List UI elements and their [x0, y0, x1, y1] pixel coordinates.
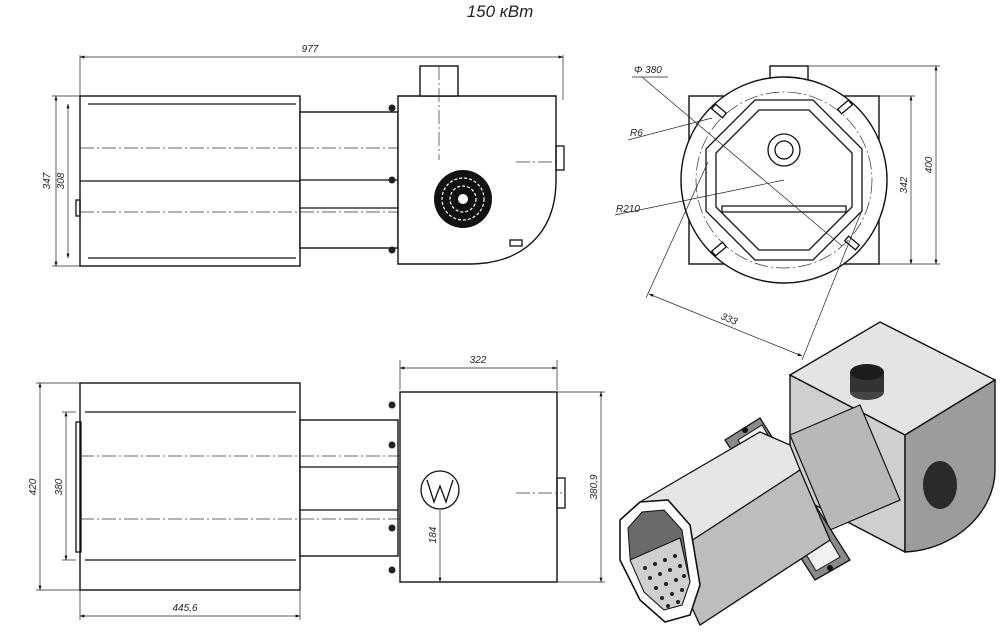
- extension-line: [801, 209, 863, 361]
- plan-view: 322 184 380,9 420 380: [28, 355, 605, 620]
- dimension-333: 333: [719, 311, 739, 328]
- bolt: [388, 176, 396, 184]
- slot-hole: [710, 103, 728, 119]
- end-view: Φ 380 R6 R210 400 342 333: [614, 65, 940, 361]
- housing-tab: [555, 145, 565, 171]
- fan-hub: [458, 194, 468, 204]
- motor-symbol: [420, 470, 460, 510]
- bolt-circle: [695, 91, 873, 269]
- dimension-380-9: 380,9: [589, 474, 600, 499]
- dimension-184: 184: [428, 526, 439, 543]
- dimension-380: 380: [54, 478, 65, 495]
- motor-w-mark: [426, 479, 454, 504]
- bolt: [388, 401, 396, 409]
- side-view: 977 347 308: [42, 44, 565, 267]
- tube-flange: [75, 421, 82, 553]
- bolt: [388, 441, 396, 449]
- bolt: [388, 104, 396, 112]
- dimension-400: 400: [924, 156, 935, 173]
- connector: [789, 404, 901, 531]
- leader-diameter: [641, 76, 843, 247]
- label-r210: R210: [616, 204, 640, 215]
- isometric-render: [619, 321, 997, 626]
- tube-clip: [75, 199, 81, 217]
- leader-r210: [614, 179, 785, 216]
- feed-port-outer: [767, 133, 801, 167]
- dimension-342: 342: [899, 176, 910, 193]
- slot-hole: [836, 99, 854, 115]
- burner-tube: [79, 382, 301, 591]
- flange-bolt: [742, 427, 748, 433]
- bolt: [388, 524, 396, 532]
- dimension-420: 420: [28, 478, 39, 495]
- fan-grille-ring: [449, 185, 477, 213]
- slot-hole: [710, 241, 728, 257]
- dimension-line-333: [648, 293, 803, 357]
- octagon-inner: [715, 109, 853, 251]
- feed-pipe: [299, 419, 399, 557]
- dimension-347: 347: [42, 172, 53, 189]
- leader-r6: [627, 117, 713, 141]
- bolt: [388, 246, 396, 254]
- fan-opening: [923, 461, 957, 509]
- label-r6: R6: [630, 128, 643, 139]
- extension-line: [645, 161, 709, 299]
- fan-grille-ring: [441, 177, 485, 221]
- feed-port-inner: [774, 140, 794, 160]
- inlet-top: [850, 364, 884, 380]
- dimension-322: 322: [470, 355, 487, 366]
- label-diameter: Φ 380: [634, 65, 662, 76]
- fan-box: [399, 391, 558, 583]
- octagon-outer: [705, 99, 863, 261]
- bolt: [388, 566, 396, 574]
- dimension-977: 977: [302, 44, 319, 55]
- grate-holes: [643, 554, 686, 608]
- flange-bolt: [827, 565, 833, 571]
- grate-plate: [721, 205, 847, 213]
- dimension-445-6: 445,6: [172, 603, 197, 614]
- drawing-title: 150 кВт: [467, 2, 534, 21]
- housing-foot: [509, 239, 523, 247]
- slot-hole: [843, 235, 861, 251]
- dimension-308: 308: [56, 172, 67, 189]
